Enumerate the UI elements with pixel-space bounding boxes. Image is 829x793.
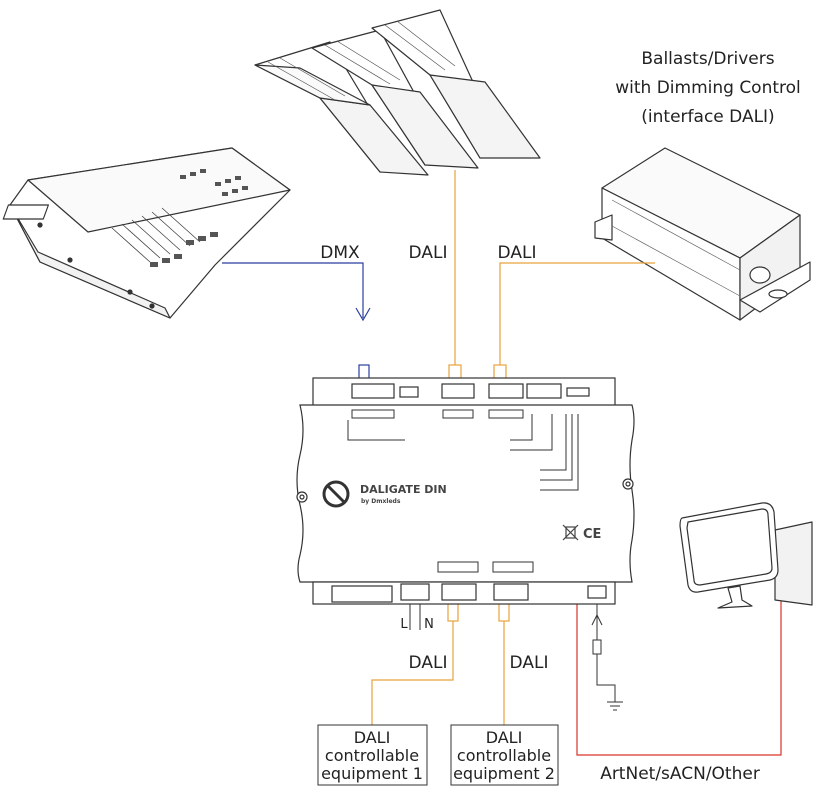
network-monitor: [679, 502, 813, 609]
power-wires: [409, 600, 421, 630]
lighting-console: [2, 147, 291, 319]
weee-icon: [562, 524, 579, 541]
ballast-driver-box: [594, 147, 811, 321]
power-n-label: N: [424, 617, 434, 632]
equipment-box-2: DALI controllable equipment 2: [450, 724, 559, 786]
dali-label-top-1: DALI: [409, 243, 448, 263]
device-brand-sub: by Dmxleds: [361, 498, 401, 505]
equipment-2-line1: DALI: [486, 728, 523, 747]
dali-label-bottom-1: DALI: [409, 653, 448, 673]
network-label: ArtNet/sACN/Other: [600, 764, 760, 784]
equipment-2-line3: equipment 2: [453, 764, 555, 783]
dmx-label: DMX: [320, 243, 360, 263]
equipment-1-line2: controllable: [325, 746, 419, 765]
ballasts-label-line2: with Dimming Control: [615, 78, 801, 98]
device-brand: DALIGATE DIN: [360, 483, 447, 496]
daligate-din-device: [296, 377, 635, 605]
equipment-2-line2: controllable: [457, 746, 551, 765]
ballasts-label-line1: Ballasts/Drivers: [641, 49, 774, 69]
ce-mark: CE: [583, 527, 601, 542]
led-fixtures: [254, 9, 541, 176]
ballasts-label: Ballasts/Drivers with Dimming Control (i…: [615, 49, 801, 127]
ethernet-wire: [576, 585, 782, 756]
ballasts-label-line3: (interface DALI): [641, 107, 774, 127]
dmx-wire: [222, 262, 371, 388]
power-l-label: L: [400, 617, 408, 632]
equipment-box-1: DALI controllable equipment 1: [317, 724, 428, 786]
dali-wire-ballasts: [493, 262, 655, 384]
dali-label-top-2: DALI: [498, 243, 537, 263]
equipment-1-line1: DALI: [354, 728, 391, 747]
dali-label-bottom-2: DALI: [510, 653, 549, 673]
ground-connection: [591, 600, 623, 711]
dali-wire-fixtures: [448, 170, 462, 384]
equipment-1-line3: equipment 1: [321, 764, 423, 783]
daligate-logo: [322, 480, 350, 508]
dali-wire-equipment-2: [498, 602, 510, 725]
device-faceplate-marks: [347, 409, 579, 573]
